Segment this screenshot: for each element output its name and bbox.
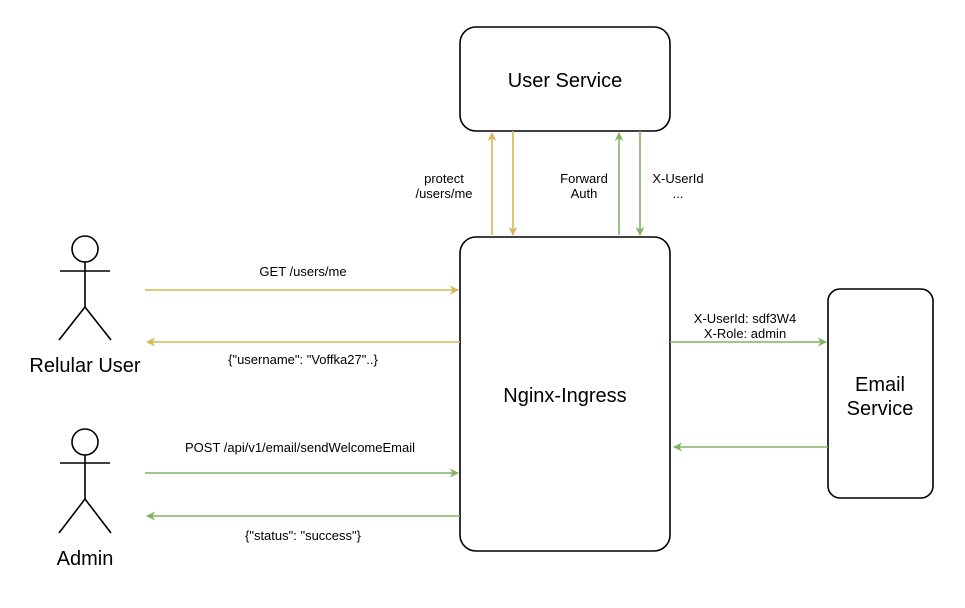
status-response-label: {"status": "success"} xyxy=(245,528,362,543)
forward-auth-label-line2: Auth xyxy=(571,186,598,201)
headers-label-line1: X-UserId: sdf3W4 xyxy=(694,311,797,326)
admin-label: Admin xyxy=(57,548,114,570)
protect-label-line1: protect xyxy=(424,171,464,186)
nginx-ingress-label: Nginx-Ingress xyxy=(503,385,626,407)
headers-label-line2: X-Role: admin xyxy=(704,326,786,341)
email-service-label-line1: Email xyxy=(855,374,905,396)
xuserid-label-line1: X-UserId xyxy=(652,171,703,186)
admin-actor xyxy=(58,428,112,534)
protect-label-line2: /users/me xyxy=(415,186,472,201)
post-send-email-label: POST /api/v1/email/sendWelcomeEmail xyxy=(185,440,415,455)
forward-auth-label-line1: Forward xyxy=(560,171,608,186)
regular-user-head-icon xyxy=(71,235,99,263)
regular-user-actor xyxy=(58,235,112,341)
get-users-me-label: GET /users/me xyxy=(259,264,346,279)
email-service-node: Email Service xyxy=(827,288,934,499)
user-service-label: User Service xyxy=(508,70,622,92)
username-response-label: {"username": "Voffka27"..} xyxy=(228,352,378,367)
xuserid-label-line2: ... xyxy=(673,186,684,201)
admin-head-icon xyxy=(71,428,99,456)
user-service-node: User Service xyxy=(459,26,671,132)
regular-user-label: Relular User xyxy=(29,355,140,377)
nginx-ingress-node: Nginx-Ingress xyxy=(459,236,671,552)
email-service-label-line2: Service xyxy=(847,398,914,420)
